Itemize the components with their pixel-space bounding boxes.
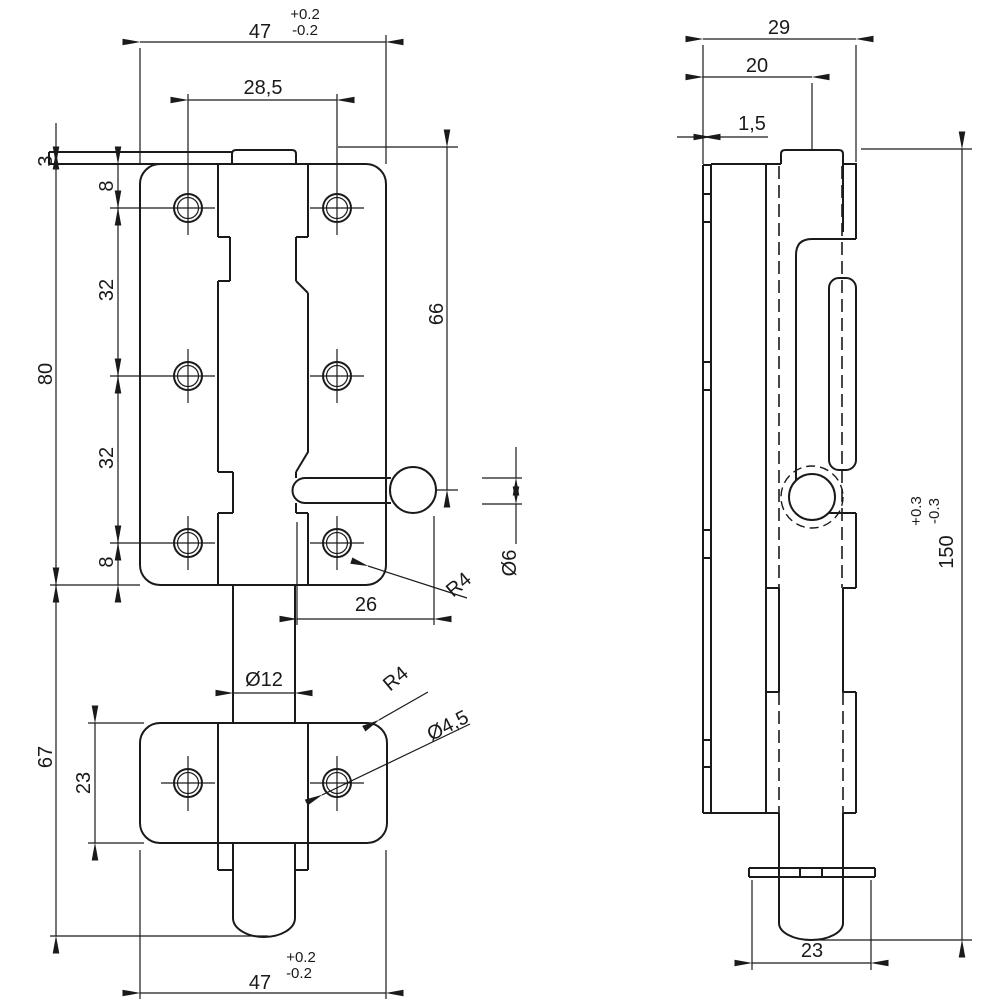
dim-text: 8: [96, 556, 118, 567]
mounting-plate-outline: [139, 163, 387, 586]
dim-plate-thickness: 1,5: [677, 113, 768, 141]
screw-hole: [110, 94, 215, 235]
dim-text: 67: [35, 746, 57, 768]
dim-text: 47: [249, 972, 271, 994]
dim-text: 28,5: [244, 77, 283, 99]
dim-tolerance-plus: +0.2: [286, 949, 316, 966]
keeper-end-strip: [748, 867, 876, 878]
knob-clearance-dashed: [780, 465, 844, 529]
dim-text: 66: [426, 303, 448, 325]
dim-keeper-drop: 67: [35, 567, 268, 954]
backplate-edge: [702, 164, 712, 813]
screw-holes-front: [110, 94, 364, 811]
dim-text: 29: [768, 17, 790, 39]
knob-ball: [389, 466, 437, 514]
screw-hole: [161, 756, 215, 811]
bolt-barrel-outline: [217, 164, 309, 585]
backplate-hole-ticks: [703, 193, 711, 768]
dim-hole-spacing: 28,5: [170, 77, 355, 104]
dim-tolerance-plus: +0.2: [290, 6, 320, 23]
dim-bolt-travel: 66: [338, 129, 458, 508]
dim-knob-stem-diameter: Ø6: [482, 447, 522, 576]
knob-ball-side: [788, 473, 836, 521]
dim-text: 8: [96, 180, 118, 191]
knob-stem: [291, 477, 391, 504]
dim-text: R4: [442, 568, 476, 601]
front-view: 47 +0.2 -0.2 28,5 3 80 67 8 32 32: [35, 6, 522, 999]
screw-hole: [110, 349, 215, 403]
dim-screw-hole-diameter: Ø4,5: [304, 706, 473, 806]
dim-text: 20: [746, 55, 768, 77]
dim-bolt-axis-depth: 20: [685, 55, 830, 150]
dim-text: 3: [35, 155, 57, 166]
dim-text: 32: [96, 279, 118, 301]
dim-overall-width-bottom: 47 +0.2 -0.2: [122, 850, 404, 999]
dim-overall-length: 150 +0.3 -0.3: [805, 131, 972, 958]
dim-lip-thickness: 3: [35, 123, 60, 170]
dim-text: 150: [936, 535, 958, 568]
dim-tolerance-minus: -0.2: [292, 22, 318, 39]
dim-text: Ø4,5: [424, 706, 473, 745]
dim-text: 23: [801, 940, 823, 962]
dim-keeper-corner-radius: R4: [362, 662, 429, 732]
side-view: 29 20 1,5 150 +0.3 -0.3 23: [677, 17, 972, 970]
dim-overall-depth: 29: [685, 17, 874, 164]
bolt-rod: [232, 585, 296, 938]
keeper-plate-outline: [139, 722, 388, 844]
dim-knob-reach: 26: [279, 516, 452, 625]
dim-plate-height: 80: [35, 146, 60, 603]
dim-bolt-diameter: Ø12: [215, 669, 313, 697]
bolt-top-cap-side: [780, 149, 844, 164]
dim-tolerance-minus: -0.2: [286, 965, 312, 982]
screw-hole: [110, 516, 215, 570]
screw-hole: [310, 94, 364, 235]
dim-text: 26: [355, 594, 377, 616]
screw-hole: [310, 349, 364, 403]
dim-overall-width-top: 47 +0.2 -0.2: [122, 6, 404, 164]
dim-keeper-depth: 23: [734, 880, 889, 970]
bolt-top-cap: [231, 149, 297, 164]
dim-tolerance-minus: -0.3: [926, 498, 943, 524]
dim-keeper-height: 23: [73, 705, 144, 861]
dim-text: 32: [96, 447, 118, 469]
dim-text: Ø6: [499, 550, 521, 577]
dim-tolerance-plus: +0.3: [908, 496, 925, 526]
dim-text: Ø12: [245, 669, 283, 691]
hidden-bolt-dashes: [778, 166, 844, 813]
screw-hole: [310, 516, 364, 570]
dim-text: 23: [73, 772, 95, 794]
screw-hole: [310, 756, 364, 811]
dim-plate-corner-radius: R4: [350, 557, 476, 602]
dim-text: R4: [379, 662, 413, 695]
dim-text: 1,5: [738, 113, 766, 135]
dim-text: 80: [35, 363, 57, 385]
dim-hole-row-chain: 8 32 32 8: [96, 146, 122, 603]
dim-text: 47: [249, 21, 271, 43]
